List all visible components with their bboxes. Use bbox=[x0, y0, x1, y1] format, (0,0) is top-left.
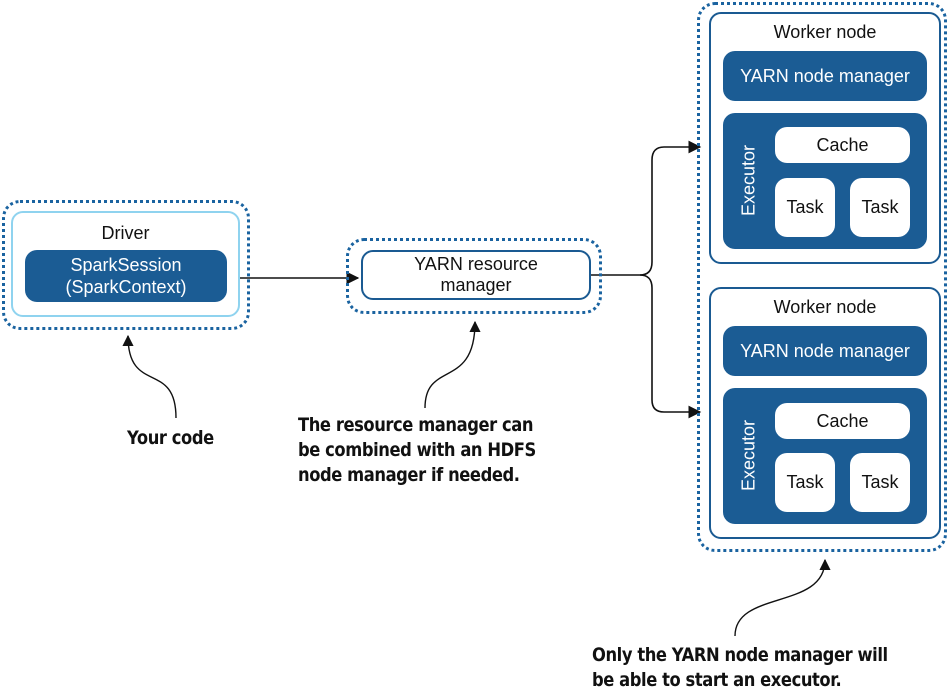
worker-2-cache: Cache bbox=[775, 403, 910, 439]
driver-title: Driver bbox=[101, 222, 150, 243]
rm-to-worker2-arrow bbox=[639, 274, 702, 419]
rm-note-pointer bbox=[424, 320, 481, 409]
worker-1-node-manager: YARN node manager bbox=[723, 51, 927, 101]
nm-note-line-2: be able to start an executor. bbox=[592, 669, 842, 691]
worker-node-1-title: Worker node bbox=[773, 21, 877, 42]
worker-1-task-1: Task bbox=[775, 178, 835, 237]
worker-1-cache: Cache bbox=[775, 127, 910, 163]
rm-to-worker1-arrow bbox=[590, 140, 702, 276]
resource-manager-box: YARN resource manager bbox=[361, 250, 591, 300]
worker-2-executor-label: Executor bbox=[738, 419, 759, 492]
workers-group bbox=[697, 2, 947, 552]
worker-1-task-2: Task bbox=[850, 178, 910, 237]
driver-group bbox=[2, 200, 250, 330]
rm-note-line-2: be combined with an HDFS bbox=[298, 439, 536, 461]
spark-session-label: SparkSession bbox=[70, 255, 182, 275]
worker-1-executor-label: Executor bbox=[738, 144, 759, 217]
your-code-pointer bbox=[122, 334, 177, 419]
worker-node-2-title: Worker node bbox=[773, 296, 877, 317]
spark-context-label: (SparkContext) bbox=[65, 277, 187, 297]
nm-note-annotation: Only the YARN node manager will be able … bbox=[592, 643, 936, 693]
rm-note-annotation: The resource manager can be combined wit… bbox=[298, 413, 590, 488]
your-code-annotation: Your code bbox=[127, 427, 214, 449]
worker-2-task-1: Task bbox=[775, 453, 835, 512]
rm-note-line-1: The resource manager can bbox=[298, 414, 534, 436]
resource-manager-label-2: manager bbox=[440, 275, 512, 295]
spark-session-box: SparkSession (SparkContext) bbox=[25, 250, 227, 302]
worker-2-node-manager: YARN node manager bbox=[723, 326, 927, 376]
rm-note-line-3: node manager if needed. bbox=[298, 464, 520, 486]
nm-note-line-1: Only the YARN node manager will bbox=[592, 644, 888, 666]
resource-manager-label-1: YARN resource bbox=[414, 254, 538, 274]
resource-manager-group bbox=[346, 238, 602, 314]
nm-note-pointer bbox=[734, 558, 831, 637]
worker-2-task-2: Task bbox=[850, 453, 910, 512]
